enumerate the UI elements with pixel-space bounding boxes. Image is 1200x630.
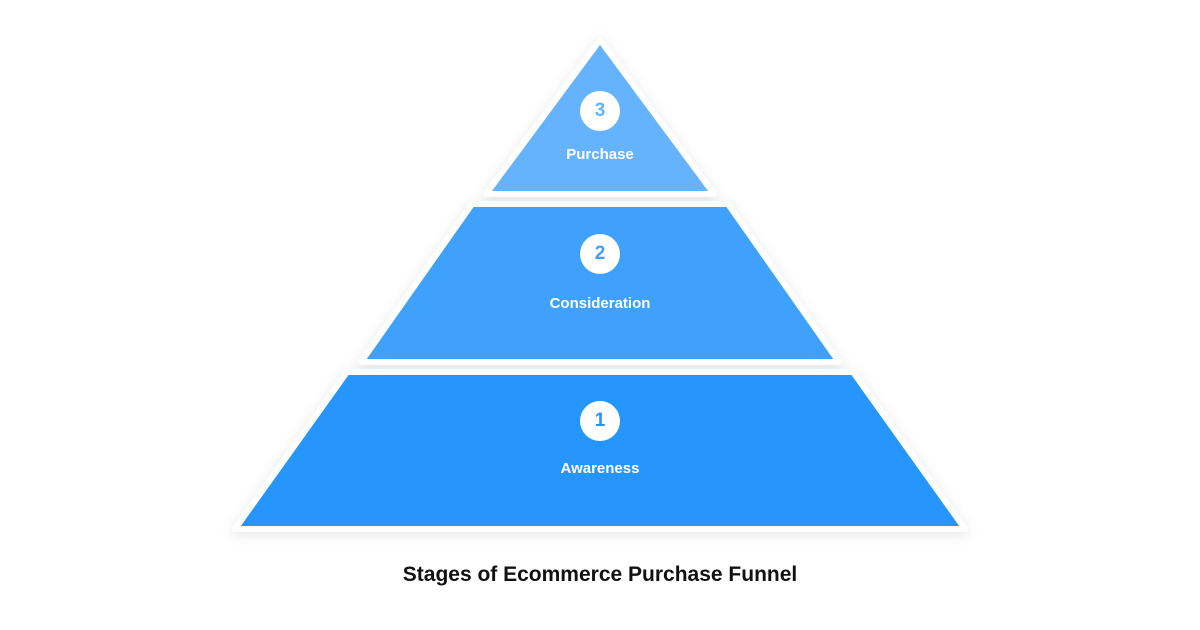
tier-1-number: 1 [594, 410, 606, 431]
tier-3-number: 3 [594, 100, 606, 121]
tier-1-label: Awareness [560, 460, 640, 477]
tier-1-shape [232, 369, 968, 532]
tier-2-label: Consideration [549, 295, 651, 312]
tier-2-number: 2 [594, 243, 606, 264]
tier-3-number-badge: 3 [580, 91, 620, 131]
tier-2-number-badge: 2 [580, 234, 620, 274]
diagram-title: Stages of Ecommerce Purchase Funnel [402, 563, 798, 586]
tier-3-label: Purchase [566, 146, 634, 163]
tier-2-shape [358, 201, 842, 365]
tier-1-number-badge: 1 [580, 401, 620, 441]
